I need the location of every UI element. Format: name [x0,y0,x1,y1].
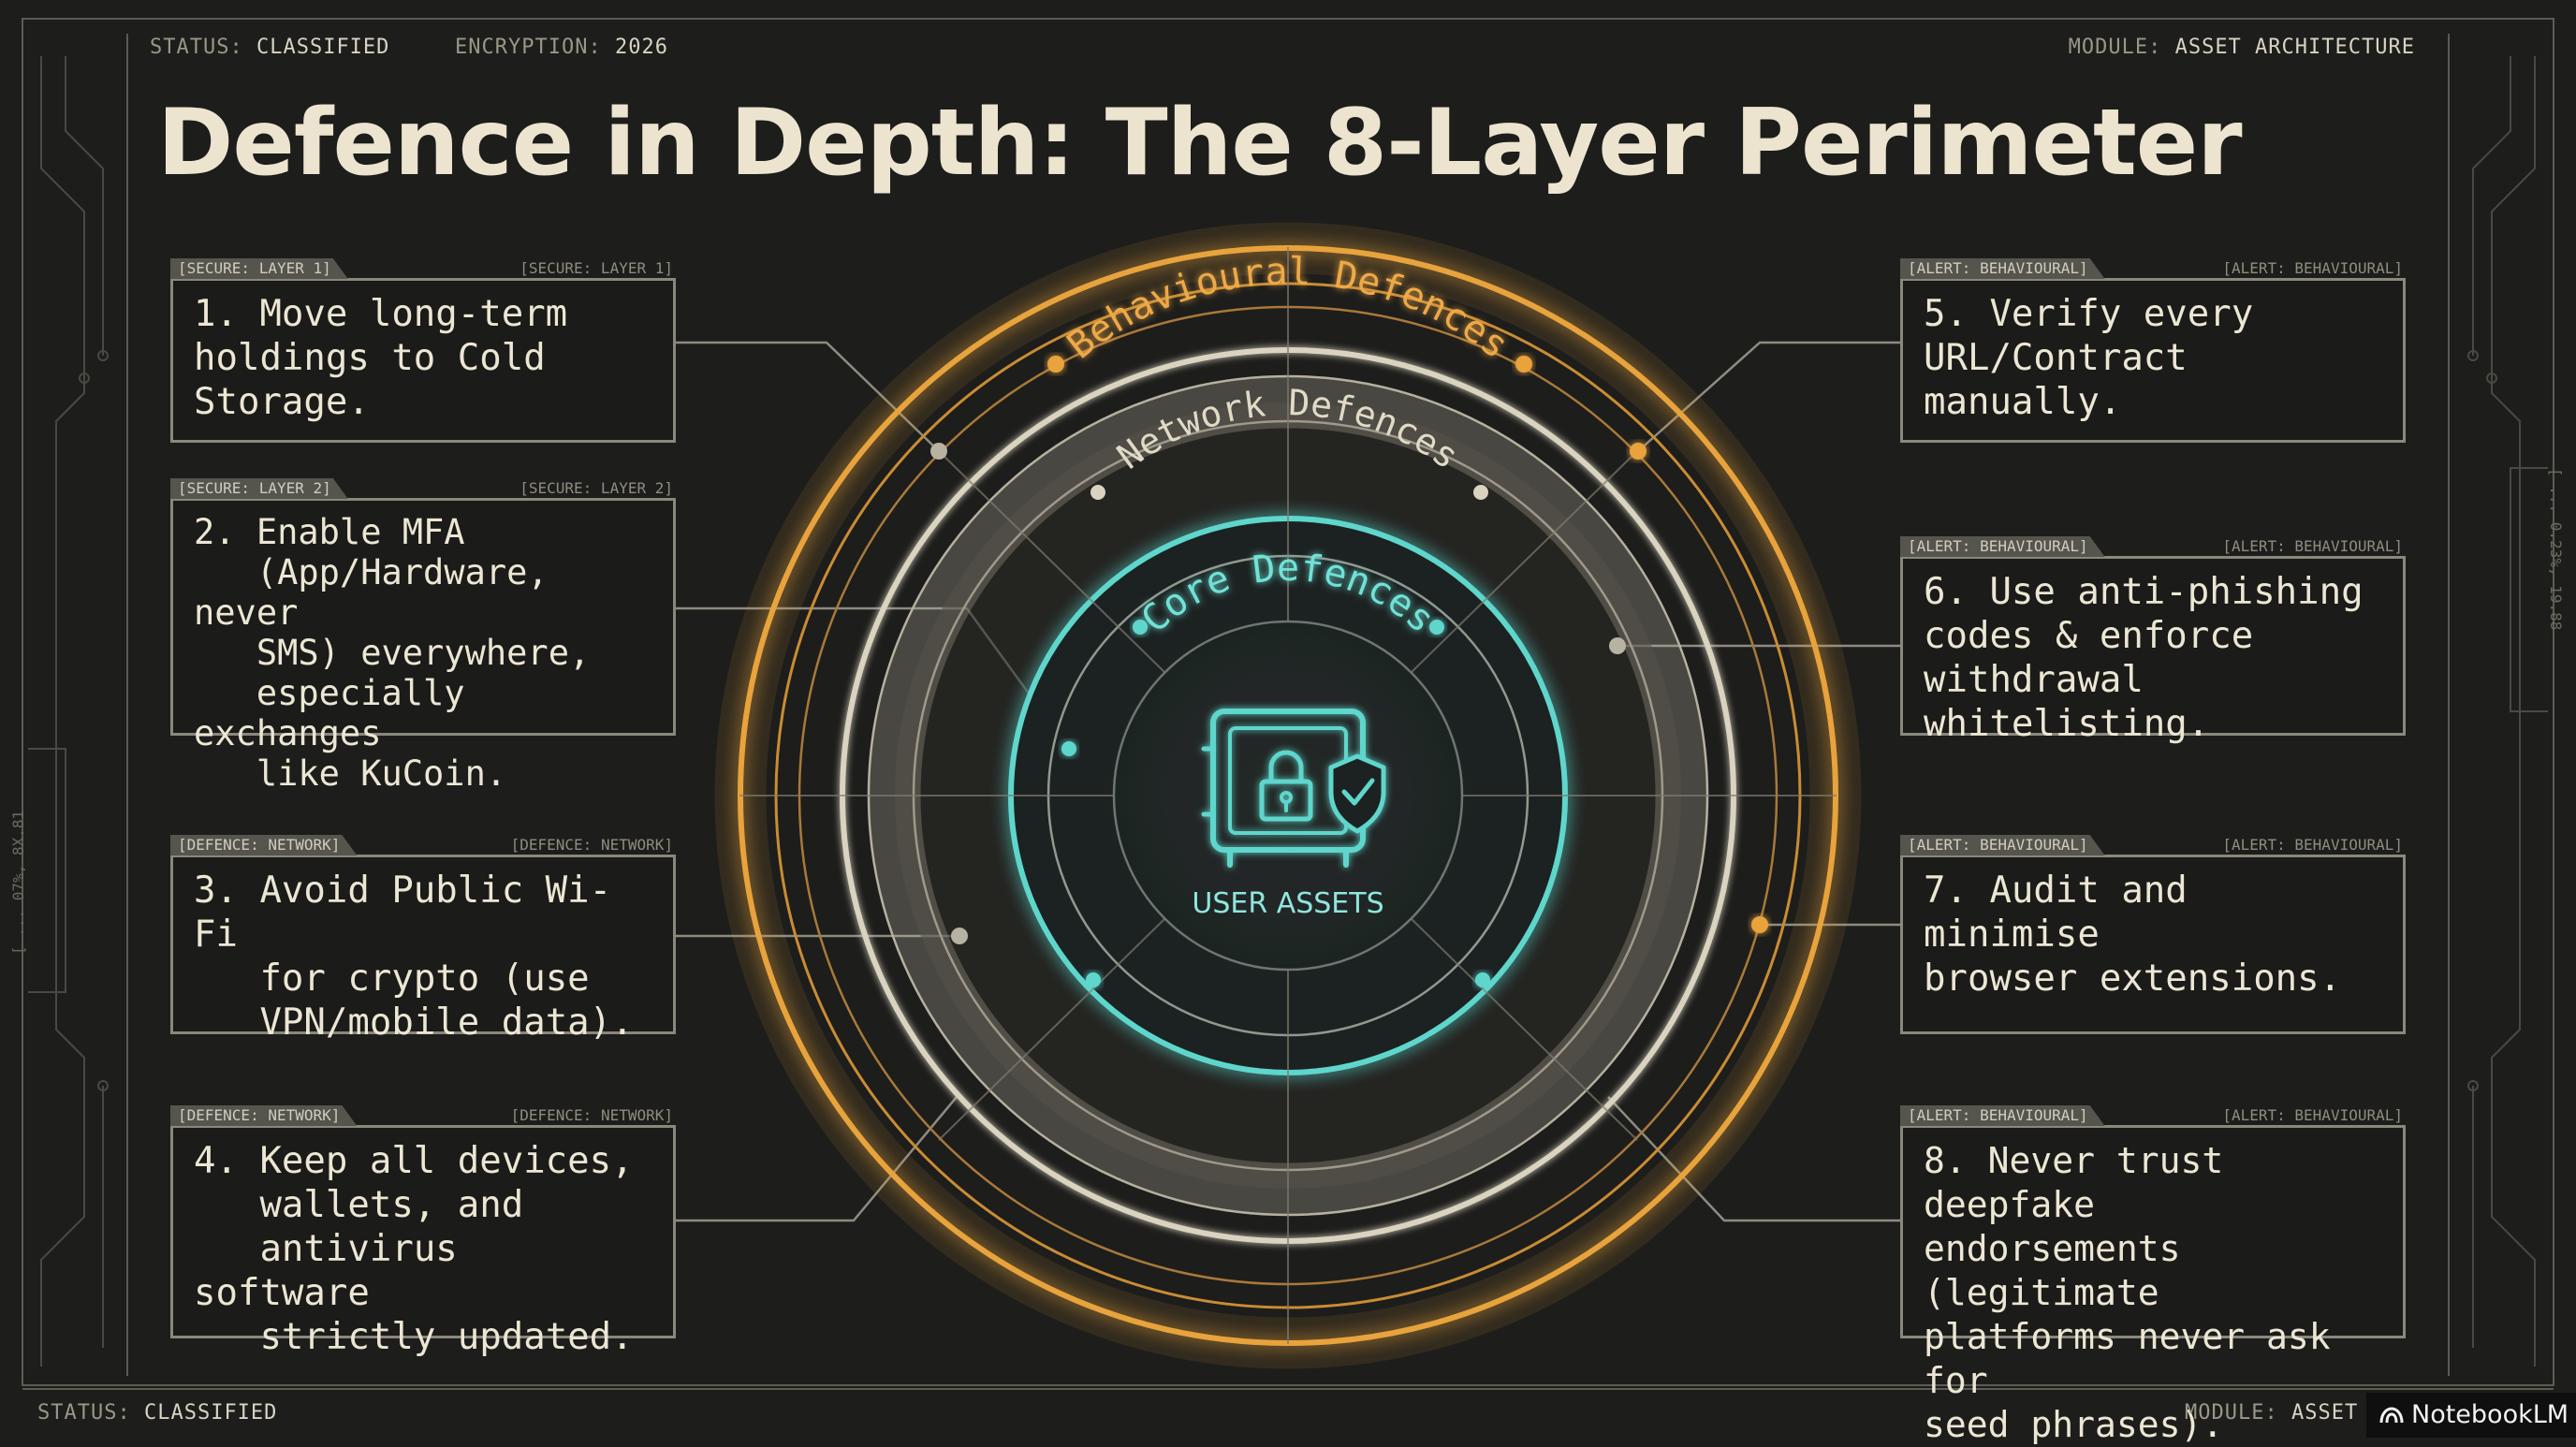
card-layer-3: [DEFENCE: NETWORK] [DEFENCE: NETWORK] 3.… [170,855,676,1044]
notebook-logo-icon [2379,1395,2404,1424]
card-text: 6. Use anti-phishing codes & enforce wit… [1924,571,2364,745]
left-circuit-lines [28,56,109,1367]
header-encryption: ENCRYPTION: 2026 [455,36,668,59]
card-tag: [ALERT: BEHAVIOURAL] [1900,536,2105,557]
card-tag-right: [ALERT: BEHAVIOURAL] [2222,259,2403,277]
card-tag-right: [DEFENCE: NETWORK] [510,836,673,854]
card-text: 3. Avoid Public Wi-Fi for crypto (use VP… [194,870,634,1044]
vault-lock-shield-icon [1201,709,1386,868]
footer-module: MODULE: ASSET [2185,1401,2359,1425]
ring-nodes [930,356,1768,987]
card-layer-5: [ALERT: BEHAVIOURAL] [ALERT: BEHAVIOURAL… [1900,278,2406,443]
radial-lines [739,247,1837,1344]
card-tag-right: [DEFENCE: NETWORK] [510,1106,673,1124]
card-layer-6: [ALERT: BEHAVIOURAL] [ALERT: BEHAVIOURAL… [1900,556,2406,745]
card-text: 8. Never trust deepfake endorsements (le… [1924,1140,2331,1445]
card-layer-8: [ALERT: BEHAVIOURAL] [ALERT: BEHAVIOURAL… [1900,1125,2406,1445]
card-tag: [DEFENCE: NETWORK] [170,835,357,855]
card-tag-right: [SECURE: LAYER 2] [520,479,673,497]
card-tag: [SECURE: LAYER 1] [170,258,348,279]
frame [22,18,2554,1390]
card-text: 4. Keep all devices, wallets, and antivi… [194,1140,634,1358]
card-tag: [SECURE: LAYER 2] [170,478,348,499]
right-circuit-lines [2467,56,2548,1367]
page-title: Defence in Depth: The 8-Layer Perimeter [157,90,2243,197]
card-layer-2: [SECURE: LAYER 2] [SECURE: LAYER 2] 2. E… [170,498,676,794]
card-text: 2. Enable MFA (App/Hardware, never SMS) … [194,512,591,794]
header-status: STATUS: CLASSIFIED [150,36,390,59]
card-layer-7: [ALERT: BEHAVIOURAL] [ALERT: BEHAVIOURAL… [1900,855,2406,1034]
card-text: 1. Move long-term holdings to Cold Stora… [194,293,568,423]
card-tag-right: [ALERT: BEHAVIOURAL] [2222,537,2403,555]
notebooklm-badge[interactable]: NotebookLM [2366,1393,2576,1438]
card-tag: [DEFENCE: NETWORK] [170,1105,357,1126]
card-text: 5. Verify every URL/Contract manually. [1924,293,2254,423]
right-side-code: [ ... 0.23%, 19.88 [2547,468,2565,631]
center-label: USER ASSETS [1192,887,1383,920]
header-module: MODULE: ASSET ARCHITECTURE [2068,36,2415,59]
badge-label: NotebookLM [2411,1400,2569,1429]
card-tag-right: [ALERT: BEHAVIOURAL] [2222,836,2403,854]
card-tag: [ALERT: BEHAVIOURAL] [1900,1105,2105,1126]
card-tag: [ALERT: BEHAVIOURAL] [1900,835,2105,855]
card-tag-right: [SECURE: LAYER 1] [520,259,673,277]
footer-status: STATUS: CLASSIFIED [37,1401,278,1425]
card-text: 7. Audit and minimise browser extensions… [1924,870,2342,1000]
card-layer-4: [DEFENCE: NETWORK] [DEFENCE: NETWORK] 4.… [170,1125,676,1358]
card-layer-1: [SECURE: LAYER 1] [SECURE: LAYER 1] 1. M… [170,278,676,443]
card-tag: [ALERT: BEHAVIOURAL] [1900,258,2105,279]
card-tag-right: [ALERT: BEHAVIOURAL] [2222,1106,2403,1124]
left-side-code: [ ... 07%, 8X.81 [9,810,27,955]
